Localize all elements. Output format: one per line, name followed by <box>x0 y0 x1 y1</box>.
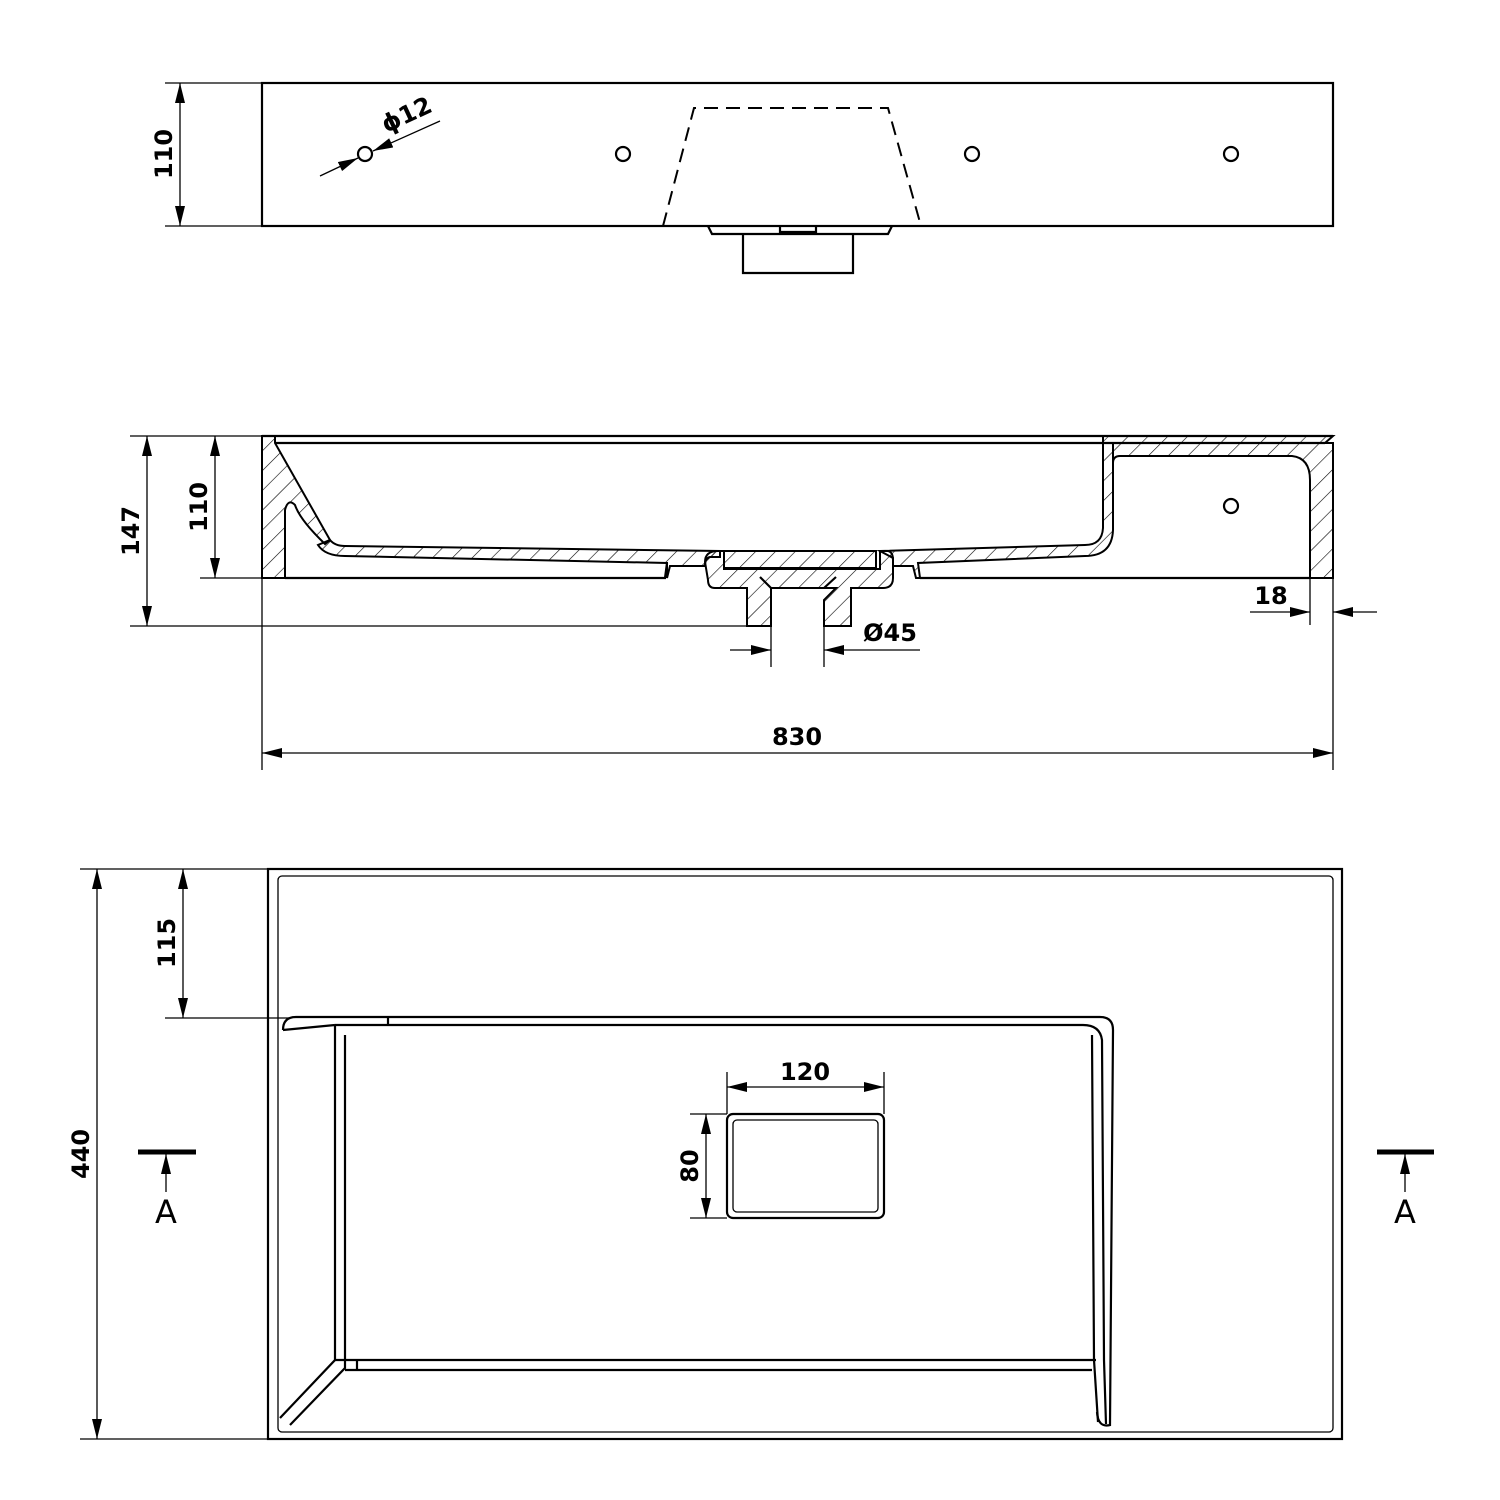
section-marker-left: A <box>138 1149 196 1231</box>
bowl-height-label: 110 <box>185 482 213 532</box>
drain-diameter-label: Ø45 <box>863 619 917 647</box>
drain-fitting <box>707 225 893 275</box>
bowl-back-and-right-wall <box>335 1023 1108 1425</box>
overflow-hole <box>1222 497 1240 515</box>
hole-dimension-label: ϕ12 <box>377 91 436 139</box>
drain-section <box>703 550 894 627</box>
depth-dimension-label: 440 <box>67 1129 95 1179</box>
rim-inner-edge <box>277 875 1334 1433</box>
overflow-inner <box>732 1119 879 1213</box>
plan-outline <box>266 867 1344 1441</box>
section-marker-right: A <box>1377 1149 1434 1231</box>
right-shelf-section <box>1102 435 1336 579</box>
overflow-outer <box>725 1112 886 1220</box>
hidden-drain-outline <box>662 107 922 227</box>
hole-dimension-line <box>319 157 359 177</box>
left-wall-section <box>261 435 332 579</box>
plan-view: 440 115 120 80 A A <box>67 867 1434 1441</box>
width-dimension-label: 830 <box>772 723 822 751</box>
overflow-width-label: 120 <box>780 1058 830 1086</box>
wall-thickness-label: 18 <box>1254 582 1287 610</box>
underside-line-left <box>285 562 669 580</box>
mounting-hole <box>1222 145 1240 163</box>
total-height-label: 147 <box>117 506 145 556</box>
shelf-dimension-label: 115 <box>153 918 181 968</box>
mounting-hole <box>356 145 374 163</box>
section-view: 147 110 18 Ø45 830 <box>117 434 1377 770</box>
height-dimension-label: 110 <box>150 129 178 179</box>
drain-chamfer <box>759 576 837 589</box>
section-marker-label: A <box>1394 1193 1416 1231</box>
mounting-hole <box>963 145 981 163</box>
bowl-bottom-left-section <box>316 538 721 579</box>
rear-view: 110 ϕ12 <box>150 81 1335 275</box>
bowl-outer-edge <box>281 1015 1115 1427</box>
bowl-bottom-right-section <box>876 442 1114 579</box>
bowl-front-edge <box>335 1358 1096 1372</box>
bowl-left-wall <box>279 1025 347 1426</box>
mounting-hole <box>614 145 632 163</box>
drain-cover <box>723 550 877 569</box>
overflow-height-label: 80 <box>676 1149 704 1182</box>
rear-outline <box>260 81 1335 228</box>
section-marker-label: A <box>155 1193 177 1231</box>
hole-dimension-line <box>372 120 441 152</box>
